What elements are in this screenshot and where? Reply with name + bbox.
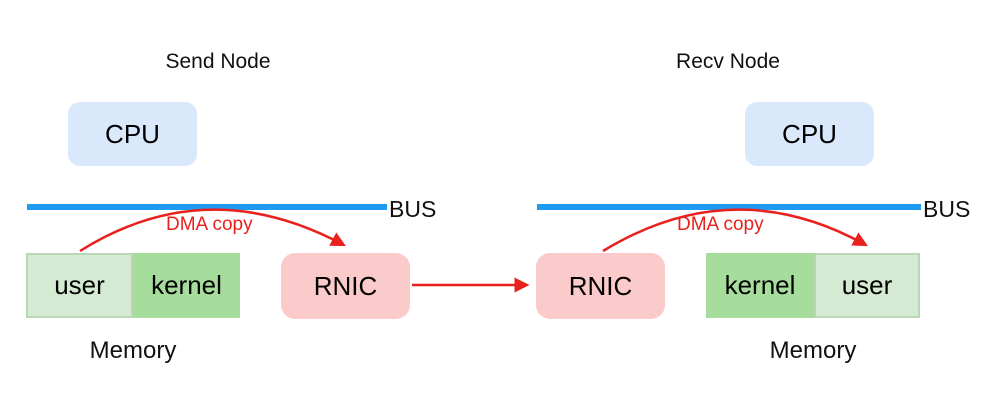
recv-cpu-label: CPU: [782, 118, 837, 149]
recv-memory-kernel-label: kernel: [724, 270, 796, 300]
send-cpu-box: CPU: [68, 102, 197, 166]
recv-rnic-box: RNIC: [536, 253, 665, 319]
recv-cpu-box: CPU: [745, 102, 874, 166]
recv-memory-kernel-segment: kernel: [706, 253, 814, 318]
send-memory-kernel-label: kernel: [151, 270, 222, 300]
recv-bus-label: BUS: [923, 196, 971, 222]
recv-memory-label: Memory: [769, 337, 857, 364]
recv-dma-copy-label: DMA copy: [677, 214, 764, 235]
send-rnic-box: RNIC: [281, 253, 410, 319]
send-rnic-label: RNIC: [313, 270, 378, 301]
send-node-title: Send Node: [165, 50, 271, 73]
recv-memory-user-segment: user: [814, 253, 920, 318]
send-cpu-label: CPU: [105, 118, 160, 149]
recv-rnic-label: RNIC: [568, 270, 633, 301]
recv-bus-line: [537, 204, 921, 210]
recv-memory-user-label: user: [841, 270, 893, 300]
send-bus-line: [27, 204, 387, 210]
send-memory-user-segment: user: [26, 253, 133, 318]
recv-node-title: Recv Node: [676, 50, 780, 73]
send-bus-label: BUS: [389, 196, 437, 222]
send-memory-kernel-segment: kernel: [133, 253, 240, 318]
send-dma-copy-label: DMA copy: [166, 214, 253, 235]
send-memory-user-label: user: [54, 270, 105, 300]
send-memory-label: Memory: [89, 337, 177, 364]
